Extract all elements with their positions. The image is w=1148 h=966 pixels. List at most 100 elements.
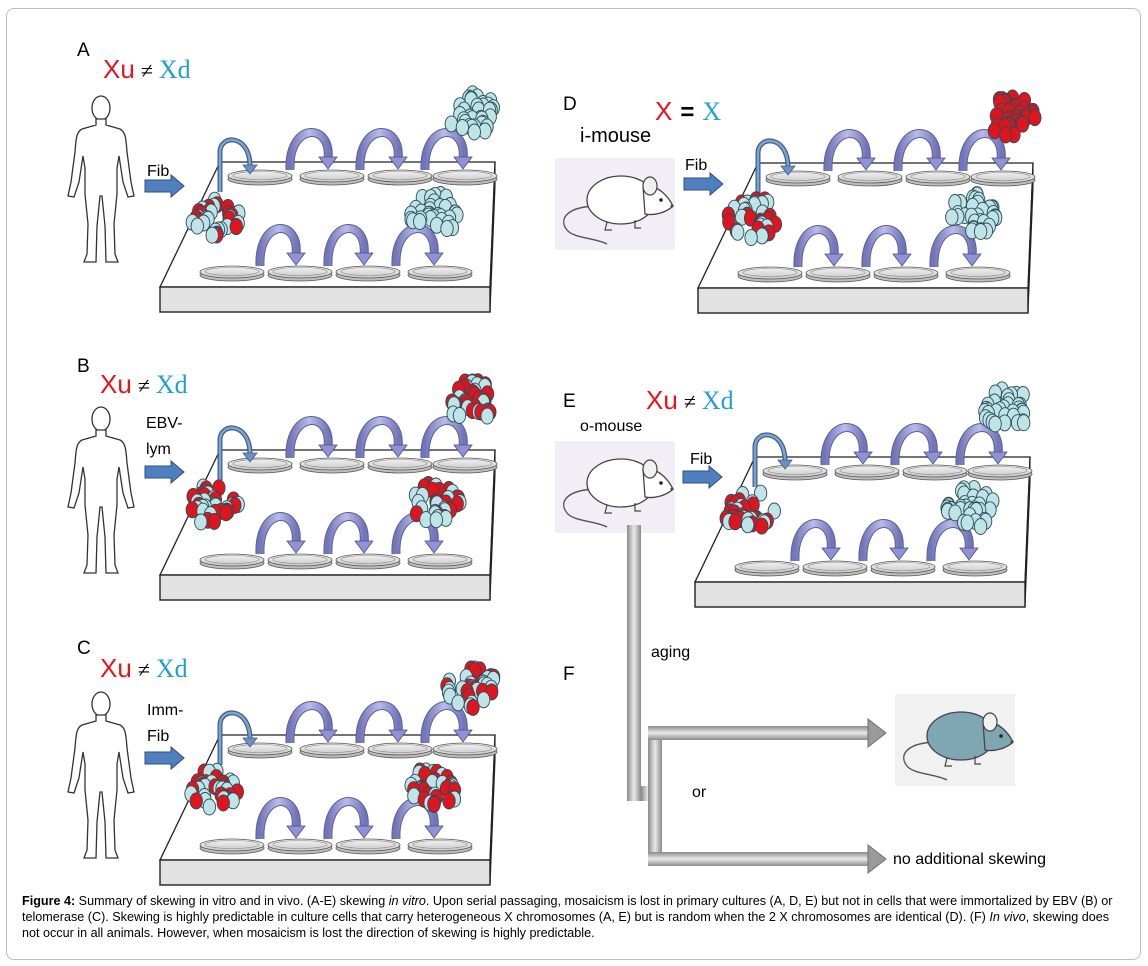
passage-arrow	[793, 225, 844, 268]
cell	[194, 513, 208, 531]
cell	[973, 518, 988, 535]
panel-a-source-label: Fib	[147, 163, 170, 180]
cell	[741, 516, 755, 534]
cell	[948, 504, 962, 522]
panel-a-letter: A	[77, 40, 90, 61]
petri-dish	[902, 464, 968, 481]
cell	[467, 123, 481, 141]
petri-dish	[432, 742, 498, 759]
culture-tray-d	[696, 89, 1042, 314]
mixed-cell-cluster	[185, 191, 246, 244]
passage-arrow	[285, 701, 338, 744]
petri-dish	[942, 560, 1008, 577]
petri-dish	[335, 838, 401, 855]
panel-c-source-line1: Imm-	[147, 702, 184, 719]
top-row-endpoint-cluster	[444, 85, 500, 141]
passage-arrow	[958, 129, 1011, 172]
petri-dish	[299, 742, 365, 759]
cell	[216, 794, 230, 812]
caption-text-1: Summary of skewing in vitro and in vivo.…	[75, 894, 389, 908]
human-figure-c	[67, 691, 135, 859]
panel-f-letter: F	[563, 664, 575, 685]
first-passage-arrow	[755, 138, 796, 193]
passage-arrow	[955, 423, 1008, 466]
cell	[427, 795, 441, 813]
panel-e-animal-label: o-mouse	[580, 418, 643, 435]
petri-dish	[199, 553, 265, 570]
petri-dish	[227, 169, 293, 186]
passage-arrow	[255, 224, 306, 267]
cell	[442, 792, 456, 810]
panel-a-op: ≠	[140, 58, 153, 83]
panel-a-xd: Xd	[158, 55, 191, 84]
cell	[755, 227, 769, 245]
passage-arrow	[420, 701, 473, 744]
petri-dish	[802, 560, 868, 577]
aging-pipe	[627, 525, 887, 875]
top-row-endpoint-cluster	[987, 89, 1042, 144]
human-figure-a	[67, 95, 135, 263]
petri-dish	[299, 457, 365, 474]
panel-d-x2: X	[702, 97, 722, 126]
cell	[973, 223, 988, 240]
cell	[753, 484, 768, 502]
petri-dish	[873, 266, 939, 283]
passage-arrow	[820, 423, 873, 466]
first-passage-arrow	[217, 710, 258, 765]
cell	[413, 213, 427, 230]
bottom-row-endpoint-cluster	[408, 476, 467, 529]
aging-label: aging	[651, 644, 691, 661]
panel-b-source-arrow	[144, 459, 185, 485]
petri-dish	[199, 838, 265, 855]
culture-tray-a	[158, 85, 500, 313]
or-label: or	[692, 784, 707, 801]
passage-arrow	[323, 224, 374, 267]
cell	[440, 220, 454, 238]
panel-c-letter: C	[77, 638, 91, 659]
caption-italic-1: in vitro	[388, 894, 426, 908]
petri-dish	[837, 170, 903, 187]
panel-e-xu: Xu	[646, 385, 678, 415]
passage-arrow	[355, 416, 408, 459]
panel-d-source-label: Fib	[685, 157, 708, 174]
petri-dish	[432, 457, 498, 474]
cell	[452, 407, 467, 424]
passage-arrow	[323, 512, 374, 555]
panel-d-x1: X	[655, 96, 673, 126]
petri-dish	[367, 169, 433, 186]
panel-c-source-line2: Fib	[147, 728, 170, 745]
cell	[229, 218, 243, 236]
panel-e-source-label: Fib	[690, 451, 713, 468]
caption-figure-label: Figure 4:	[22, 894, 76, 908]
petri-dish	[335, 265, 401, 282]
cell	[987, 122, 1002, 140]
petri-dish	[199, 265, 265, 282]
petri-dish	[834, 464, 900, 481]
passage-arrow	[323, 797, 374, 840]
cell	[744, 229, 758, 247]
figure-caption: Figure 4: Summary of skewing in vitro an…	[22, 893, 1130, 941]
passage-arrow	[355, 128, 408, 171]
cell	[455, 119, 470, 136]
panel-d-op: =	[680, 99, 695, 126]
mixed-cell-cluster	[719, 484, 781, 535]
first-passage-arrow	[217, 425, 258, 480]
cell	[988, 415, 1002, 433]
panel-c-xd: Xd	[155, 654, 188, 683]
figure-frame	[6, 8, 1141, 960]
petri-dish	[805, 266, 871, 283]
mixed-cell-cluster	[721, 191, 783, 247]
culture-tray-c	[158, 660, 501, 886]
cell	[189, 792, 203, 810]
cell	[202, 798, 217, 816]
petri-dish	[267, 838, 333, 855]
passage-arrow	[420, 416, 473, 459]
petri-dish	[267, 265, 333, 282]
caption-italic-2: In vivo	[989, 910, 1026, 924]
panel-b-x-equation: Xu≠Xd	[100, 369, 188, 400]
cell	[728, 513, 742, 531]
panel-a-x-equation: Xu≠Xd	[103, 54, 191, 85]
passage-arrow	[355, 701, 408, 744]
petri-dish	[407, 265, 473, 282]
